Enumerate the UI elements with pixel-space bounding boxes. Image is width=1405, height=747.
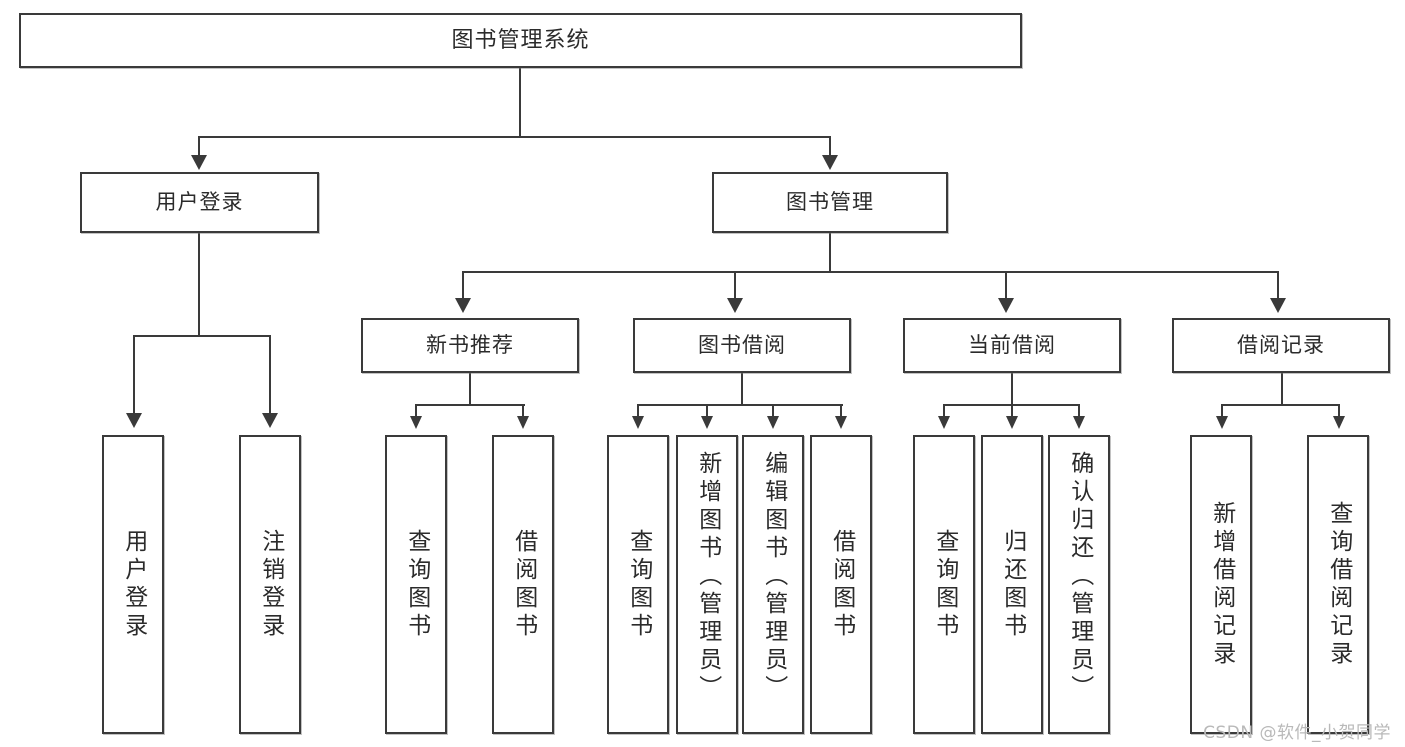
node-user-login[interactable]: 用户登录 xyxy=(80,172,319,233)
arrow-root-to-book-manage xyxy=(822,155,838,170)
connector-book-manage-stem xyxy=(829,233,832,273)
connector-current-borrow-to-leaf-1 xyxy=(943,404,946,419)
leaf-label: 借阅图书 xyxy=(510,528,537,641)
connector-book-borrow-stem xyxy=(741,373,744,406)
arrow-book-borrow-to-leaf-3 xyxy=(767,416,779,429)
arrow-new-book-to-leaf-2 xyxy=(517,416,529,429)
connector-new-book-to-leaf-2 xyxy=(522,404,525,419)
leaf-label: 查询图书 xyxy=(625,528,652,641)
node-label: 新书推荐 xyxy=(426,333,514,358)
arrow-book-borrow-to-leaf-2 xyxy=(701,416,713,429)
node-book-manage[interactable]: 图书管理 xyxy=(712,172,948,233)
connector-root-to-book-manage xyxy=(829,136,832,158)
leaf-label: 新增图书（管理员） xyxy=(694,451,721,703)
arrow-book-manage-to-l2-1 xyxy=(455,298,471,313)
node-new-book-recommend[interactable]: 新书推荐 xyxy=(361,318,579,373)
leaf-label: 归还图书 xyxy=(999,528,1026,641)
connector-user-login-to-leaf-1 xyxy=(133,335,136,417)
arrow-book-borrow-to-leaf-4 xyxy=(835,416,847,429)
leaf-label: 借阅图书 xyxy=(828,528,855,641)
connector-book-manage-to-l2-4 xyxy=(1277,271,1280,301)
node-label: 用户登录 xyxy=(155,190,244,215)
node-label: 图书借阅 xyxy=(698,333,786,358)
connector-book-borrow-to-leaf-3 xyxy=(772,404,775,419)
connector-book-borrow-to-leaf-2 xyxy=(706,404,709,419)
leaf-label: 查询图书 xyxy=(931,528,958,641)
node-root-system[interactable]: 图书管理系统 xyxy=(19,13,1022,68)
connector-new-book-bus xyxy=(415,404,525,407)
connector-book-borrow-to-leaf-4 xyxy=(840,404,843,419)
node-borrow-record[interactable]: 借阅记录 xyxy=(1172,318,1390,373)
arrow-current-borrow-to-leaf-2 xyxy=(1006,416,1018,429)
connector-user-login-bus xyxy=(133,335,271,338)
connector-new-book-to-leaf-1 xyxy=(415,404,418,419)
leaf-label: 新增借阅记录 xyxy=(1208,500,1235,669)
leaf-current-borrow-confirm-return-admin[interactable]: 确认归还（管理员） xyxy=(1048,435,1110,734)
leaf-new-book-borrow-book[interactable]: 借阅图书 xyxy=(492,435,554,734)
connector-book-manage-to-l2-3 xyxy=(1005,271,1008,301)
connector-borrow-record-stem xyxy=(1281,373,1284,406)
connector-user-login-stem xyxy=(198,233,201,336)
arrow-borrow-record-to-leaf-1 xyxy=(1216,416,1228,429)
connector-current-borrow-stem xyxy=(1011,373,1014,406)
node-book-borrow[interactable]: 图书借阅 xyxy=(633,318,851,373)
connector-book-manage-to-l2-1 xyxy=(462,271,465,301)
connector-book-manage-to-l2-2 xyxy=(734,271,737,301)
arrow-book-manage-to-l2-4 xyxy=(1270,298,1286,313)
connector-borrow-record-bus xyxy=(1221,404,1340,407)
node-label: 借阅记录 xyxy=(1237,333,1325,358)
arrow-user-login-to-leaf-2 xyxy=(262,413,278,428)
arrow-borrow-record-to-leaf-2 xyxy=(1333,416,1345,429)
connector-root-bus xyxy=(198,136,831,139)
arrow-root-to-user-login xyxy=(191,155,207,170)
connector-user-login-to-leaf-2 xyxy=(269,335,272,417)
connector-borrow-record-to-leaf-2 xyxy=(1338,404,1341,419)
connector-root-stem xyxy=(519,68,522,137)
leaf-user-login-logout[interactable]: 注销登录 xyxy=(239,435,301,734)
connector-current-borrow-to-leaf-2 xyxy=(1011,404,1014,419)
leaf-current-borrow-return-book[interactable]: 归还图书 xyxy=(981,435,1043,734)
arrow-new-book-to-leaf-1 xyxy=(410,416,422,429)
connector-root-to-user-login xyxy=(198,136,201,158)
arrow-book-manage-to-l2-3 xyxy=(998,298,1014,313)
arrow-user-login-to-leaf-1 xyxy=(126,413,142,428)
node-current-borrow[interactable]: 当前借阅 xyxy=(903,318,1121,373)
leaf-label: 确认归还（管理员） xyxy=(1066,451,1093,703)
leaf-book-borrow-borrow-book[interactable]: 借阅图书 xyxy=(810,435,872,734)
leaf-user-login-login[interactable]: 用户登录 xyxy=(102,435,164,734)
connector-book-manage-bus xyxy=(462,271,1279,274)
connector-borrow-record-to-leaf-1 xyxy=(1221,404,1224,419)
connector-current-borrow-to-leaf-3 xyxy=(1078,404,1081,419)
node-label: 当前借阅 xyxy=(968,333,1056,358)
leaf-label: 查询借阅记录 xyxy=(1325,500,1352,669)
arrow-book-borrow-to-leaf-1 xyxy=(632,416,644,429)
leaf-current-borrow-query-book[interactable]: 查询图书 xyxy=(913,435,975,734)
leaf-borrow-record-add-record[interactable]: 新增借阅记录 xyxy=(1190,435,1252,734)
leaf-label: 编辑图书（管理员） xyxy=(760,451,787,703)
leaf-label: 用户登录 xyxy=(120,528,147,641)
connector-book-borrow-bus xyxy=(637,404,843,407)
connector-new-book-stem xyxy=(469,373,472,406)
leaf-book-borrow-edit-book-admin[interactable]: 编辑图书（管理员） xyxy=(742,435,804,734)
node-label: 图书管理系统 xyxy=(451,27,590,53)
leaf-label: 注销登录 xyxy=(257,528,284,641)
arrow-book-manage-to-l2-2 xyxy=(727,298,743,313)
watermark: CSDN @软件_小贺同学 xyxy=(1203,723,1391,743)
leaf-new-book-query-book[interactable]: 查询图书 xyxy=(385,435,447,734)
leaf-label: 查询图书 xyxy=(403,528,430,641)
arrow-current-borrow-to-leaf-3 xyxy=(1073,416,1085,429)
arrow-current-borrow-to-leaf-1 xyxy=(938,416,950,429)
leaf-book-borrow-query-book[interactable]: 查询图书 xyxy=(607,435,669,734)
connector-book-borrow-to-leaf-1 xyxy=(637,404,640,419)
node-label: 图书管理 xyxy=(786,190,874,215)
leaf-borrow-record-query-record[interactable]: 查询借阅记录 xyxy=(1307,435,1369,734)
leaf-book-borrow-add-book-admin[interactable]: 新增图书（管理员） xyxy=(676,435,738,734)
